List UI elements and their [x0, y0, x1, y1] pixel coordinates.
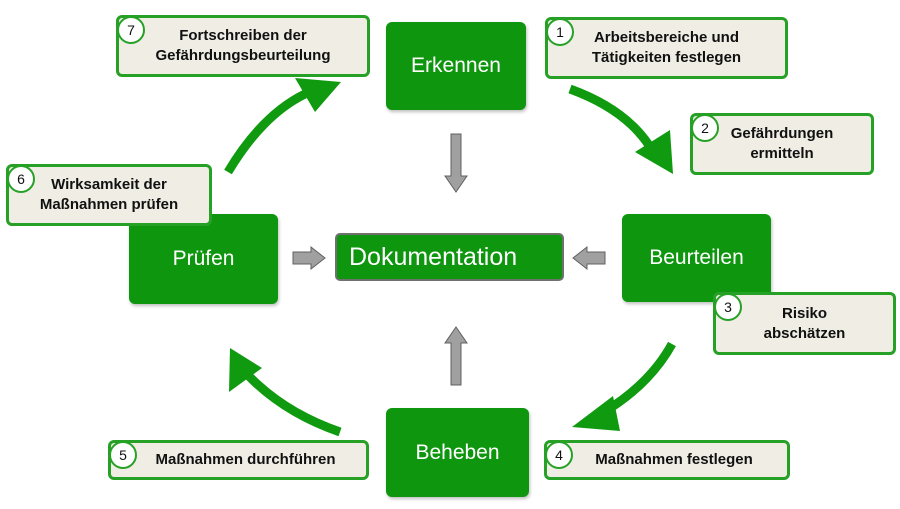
phase-beheben-label: Beheben — [415, 440, 500, 464]
phase-erkennen: Erkennen — [386, 22, 526, 110]
gray-arrow-up — [444, 326, 468, 386]
phase-erkennen-label: Erkennen — [411, 54, 501, 77]
step-note-text: Risiko abschätzen — [763, 304, 846, 342]
arrow-step6-to-step7 — [224, 89, 308, 175]
gray-arrow-left — [572, 245, 606, 271]
phase-pruefen-label: Prüfen — [172, 247, 235, 270]
arrow-step1-to-step2 — [568, 84, 656, 153]
step-number-badge-5: 5 — [109, 441, 137, 469]
arrow-step5-to-step6 — [241, 368, 342, 437]
step-number-badge-2: 2 — [691, 114, 719, 142]
step-number-badge-1: 1 — [546, 18, 574, 46]
step-number: 7 — [127, 22, 135, 38]
center-dokumentation: Dokumentation — [335, 233, 564, 281]
step-note-1: Arbeitsbereiche und Tätigkeiten festlege… — [545, 17, 788, 79]
step-note-text: Maßnahmen durchführen — [155, 451, 336, 468]
step-note-2: Gefährdungen ermitteln — [690, 113, 874, 175]
arrowhead-step6 — [229, 348, 262, 392]
step-note-text: Gefährdungen ermitteln — [730, 125, 834, 162]
arrowhead-step7 — [295, 78, 341, 112]
step-number-badge-4: 4 — [545, 441, 573, 469]
step-note-4: Maßnahmen festlegen — [544, 440, 790, 480]
center-label: Dokumentation — [349, 242, 518, 271]
step-number-badge-6: 6 — [7, 165, 35, 193]
step-note-7: Fortschreiben der Gefährdungsbeurteilung — [116, 15, 370, 77]
phase-beheben: Beheben — [386, 408, 529, 497]
phase-beurteilen-label: Beurteilen — [649, 246, 744, 269]
step-note-5: Maßnahmen durchführen — [108, 440, 369, 480]
step-number-badge-7: 7 — [117, 16, 145, 44]
step-note-text: Wirksamkeit der Maßnahmen prüfen — [39, 176, 179, 213]
step-note-text: Arbeitsbereiche und Tätigkeiten festlege… — [591, 29, 742, 66]
arrow-step3-to-step4 — [601, 341, 676, 416]
step-number-badge-3: 3 — [714, 293, 742, 321]
gray-arrow-right — [292, 245, 326, 271]
step-number: 4 — [555, 447, 563, 463]
step-note-6: Wirksamkeit der Maßnahmen prüfen — [6, 164, 212, 226]
phase-beurteilen: Beurteilen — [622, 214, 771, 302]
step-number: 2 — [701, 120, 709, 136]
step-number: 3 — [724, 299, 732, 315]
arrowhead-step2 — [635, 130, 673, 174]
step-note-text: Fortschreiben der Gefährdungsbeurteilung — [155, 27, 331, 64]
phase-pruefen: Prüfen — [129, 214, 278, 304]
step-note-3: Risiko abschätzen — [713, 292, 896, 355]
step-number: 1 — [556, 24, 564, 40]
step-number: 6 — [17, 171, 25, 187]
gray-arrow-down — [444, 133, 468, 193]
step-number: 5 — [119, 447, 127, 463]
arrowhead-step4 — [572, 396, 620, 431]
step-note-text: Maßnahmen festlegen — [595, 451, 753, 468]
